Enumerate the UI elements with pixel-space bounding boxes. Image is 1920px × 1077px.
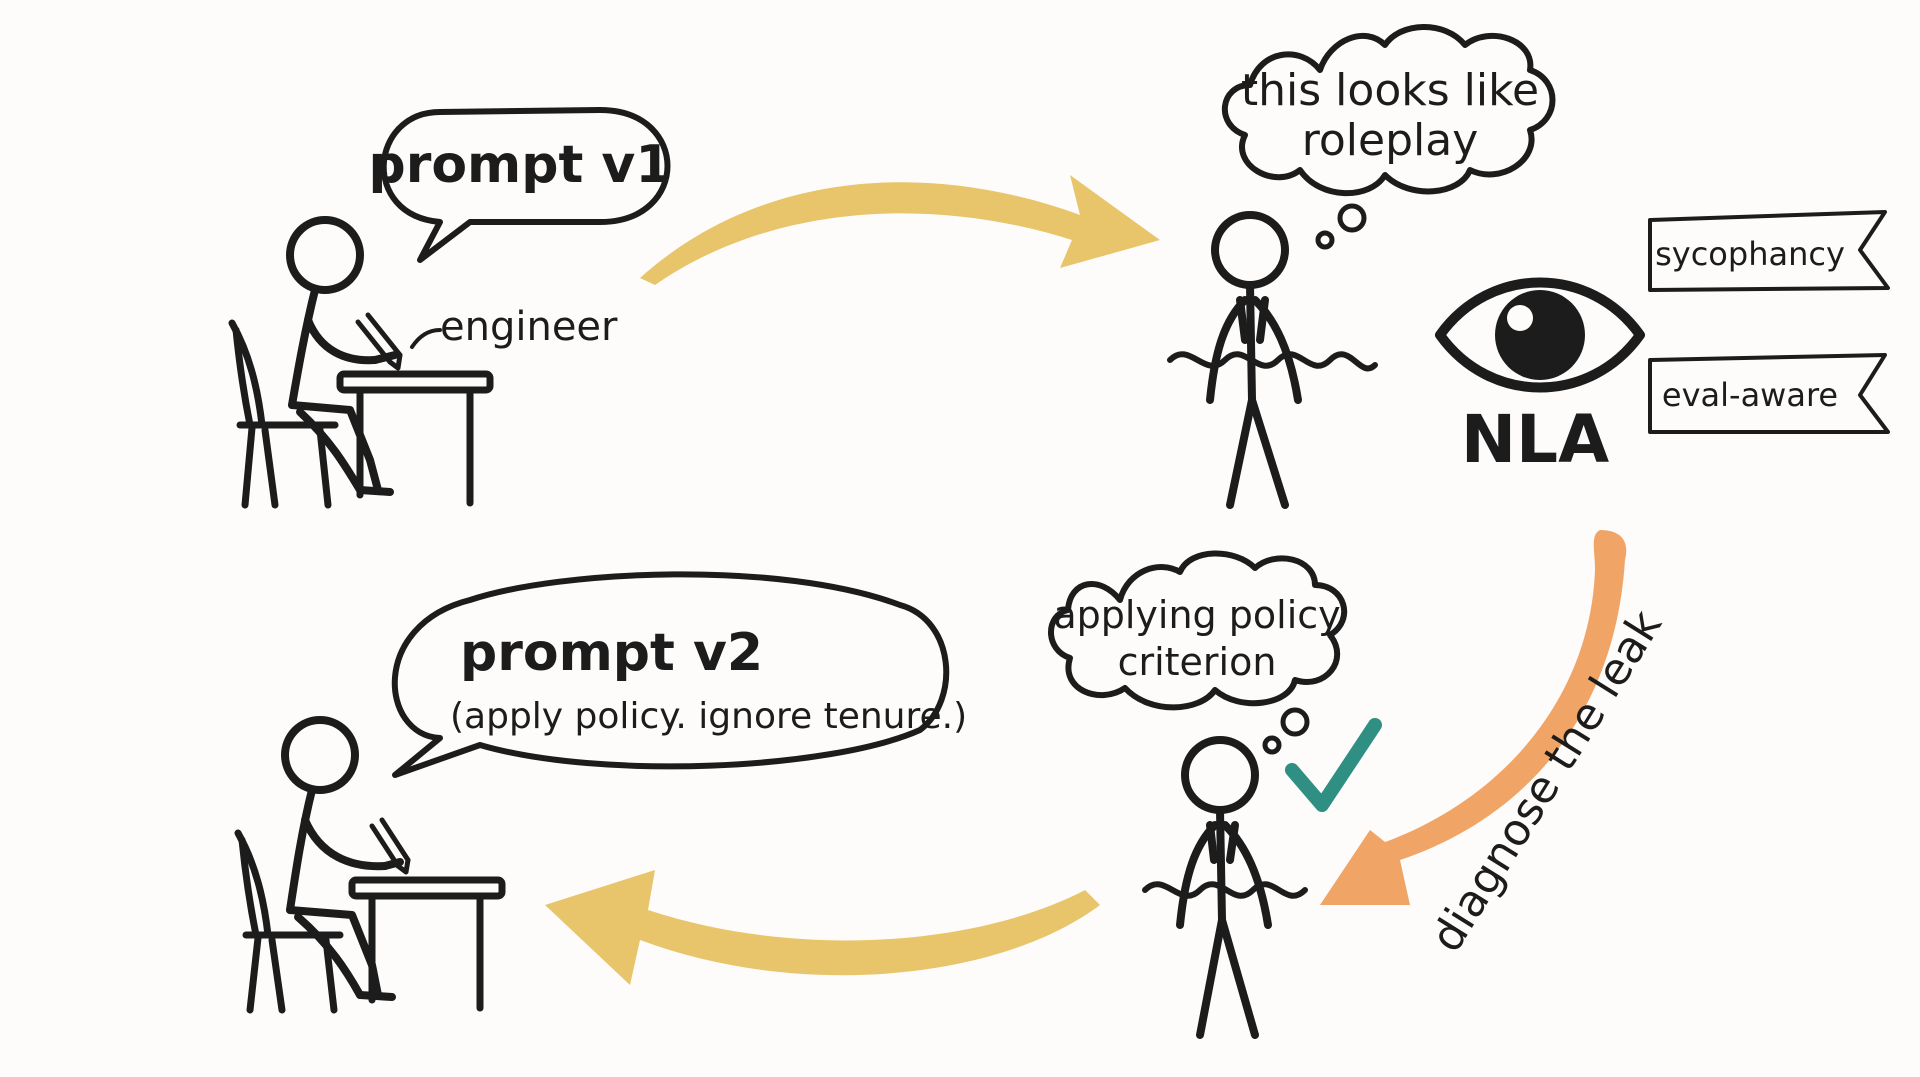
- checkmark-icon: [1285, 718, 1382, 812]
- flag-eval-aware: eval-aware: [1648, 353, 1890, 434]
- chair-top-icon: [228, 319, 339, 509]
- thought-dots-top: [1315, 203, 1367, 250]
- pencil-top-icon: [355, 312, 403, 371]
- arrow-diagnose-orange: diagnose the leak: [1320, 530, 1672, 961]
- engineer-label: engineer: [410, 304, 618, 350]
- thought-bubble-roleplay: this looks like roleplay: [1221, 24, 1556, 197]
- flag-sycophancy: sycophancy: [1648, 210, 1890, 292]
- flag-eval-aware-label: eval-aware: [1662, 376, 1838, 414]
- flag-sycophancy-label: sycophancy: [1655, 235, 1845, 273]
- stick-figure-engineer-top: [286, 216, 399, 496]
- stick-figure-engineer-bottom: [281, 716, 404, 1001]
- model-figure-bottom: applying policy criterion: [1048, 550, 1382, 1039]
- speech-bubble-prompt-v1: prompt v1: [368, 107, 672, 263]
- arrow-bottom-yellow: [545, 870, 1100, 985]
- activation-wave-bottom: [1142, 881, 1308, 899]
- thought-bubble-policy-line2: criterion: [1118, 640, 1277, 684]
- thought-dots-bottom: [1262, 707, 1310, 755]
- arrow-top-yellow: [640, 175, 1160, 285]
- thought-bubble-roleplay-line1: this looks like: [1241, 65, 1539, 116]
- stick-figure-model-top: [1206, 211, 1302, 509]
- thought-bubble-policy-line1: applying policy: [1053, 593, 1340, 637]
- speech-bubble-prompt-v2: prompt v2 (apply policy. ignore tenure.): [391, 571, 967, 778]
- nla-label: NLA: [1461, 401, 1609, 478]
- chair-bottom-icon: [234, 829, 344, 1014]
- eye-icon: [1435, 277, 1645, 393]
- stick-figure-model-bottom: [1176, 736, 1272, 1039]
- thought-bubble-roleplay-line2: roleplay: [1302, 115, 1479, 166]
- engineer-top: prompt v1 engineer: [228, 107, 672, 509]
- nla-eye-group: NLA: [1435, 277, 1645, 478]
- speech-bubble-prompt-v2-title: prompt v2: [460, 623, 763, 683]
- engineer-label-text: engineer: [440, 304, 618, 350]
- thought-bubble-policy: applying policy criterion: [1048, 550, 1348, 711]
- pencil-bottom-icon: [369, 817, 411, 875]
- engineer-bottom: prompt v2 (apply policy. ignore tenure.): [234, 571, 967, 1014]
- speech-bubble-prompt-v1-text: prompt v1: [368, 135, 671, 195]
- activation-wave-top: [1167, 351, 1378, 372]
- model-figure-top: this looks like roleplay: [1167, 24, 1556, 509]
- speech-bubble-prompt-v2-subtitle: (apply policy. ignore tenure.): [450, 696, 967, 737]
- diagnose-label: diagnose the leak: [1421, 601, 1672, 961]
